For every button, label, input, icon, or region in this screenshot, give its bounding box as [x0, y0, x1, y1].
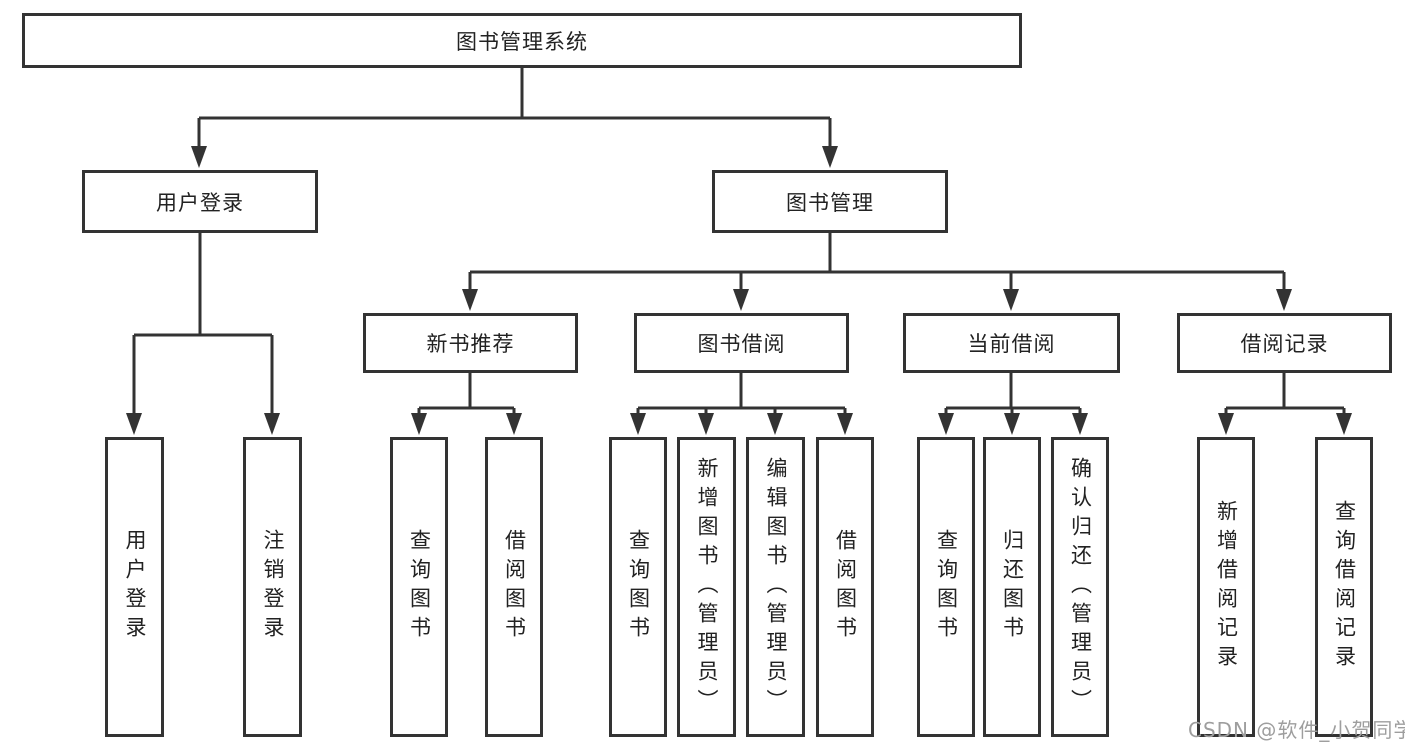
leaf-add-books-admin-label: 新增图书（管理员）	[695, 456, 719, 718]
leaf-confirm-return-admin: 确认归还（管理员）	[1051, 437, 1109, 737]
leaf-query-books-2: 查询图书	[609, 437, 667, 737]
leaf-query-books-3: 查询图书	[917, 437, 975, 737]
leaf-borrow-books-1-label: 借阅图书	[502, 529, 527, 645]
leaf-edit-books-admin-label: 编辑图书（管理员）	[764, 456, 788, 718]
leaf-borrow-books-1: 借阅图书	[485, 437, 543, 737]
node-user-login: 用户登录	[82, 170, 318, 233]
leaf-add-borrow-record: 新增借阅记录	[1197, 437, 1255, 737]
watermark: CSDN @软件_小贺同学	[1188, 718, 1405, 742]
node-book-borrowing: 图书借阅	[634, 313, 849, 373]
leaf-user-login-label: 用户登录	[123, 529, 147, 645]
leaf-borrow-books-2-label: 借阅图书	[833, 529, 858, 645]
leaf-add-borrow-record-label: 新增借阅记录	[1214, 500, 1239, 674]
leaf-add-books-admin: 新增图书（管理员）	[677, 437, 736, 737]
node-new-book-recommendation: 新书推荐	[363, 313, 578, 373]
leaf-logout-login-label: 注销登录	[261, 529, 285, 645]
leaf-confirm-return-admin-label: 确认归还（管理员）	[1068, 456, 1093, 718]
leaf-query-books-2-label: 查询图书	[626, 529, 651, 645]
leaf-return-books: 归还图书	[983, 437, 1041, 737]
leaf-query-books-3-label: 查询图书	[934, 529, 959, 645]
leaf-logout-login: 注销登录	[243, 437, 302, 737]
leaf-borrow-books-2: 借阅图书	[816, 437, 874, 737]
leaf-query-books-1: 查询图书	[390, 437, 448, 737]
leaf-query-books-1-label: 查询图书	[407, 529, 432, 645]
node-book-management: 图书管理	[712, 170, 948, 233]
node-borrowing-records: 借阅记录	[1177, 313, 1392, 373]
leaf-return-books-label: 归还图书	[1000, 529, 1025, 645]
node-current-borrowing: 当前借阅	[903, 313, 1120, 373]
leaf-user-login: 用户登录	[105, 437, 164, 737]
node-library-management-system: 图书管理系统	[22, 13, 1022, 68]
leaf-query-borrow-record: 查询借阅记录	[1315, 437, 1373, 737]
leaf-edit-books-admin: 编辑图书（管理员）	[746, 437, 805, 737]
leaf-query-borrow-record-label: 查询借阅记录	[1332, 500, 1357, 674]
